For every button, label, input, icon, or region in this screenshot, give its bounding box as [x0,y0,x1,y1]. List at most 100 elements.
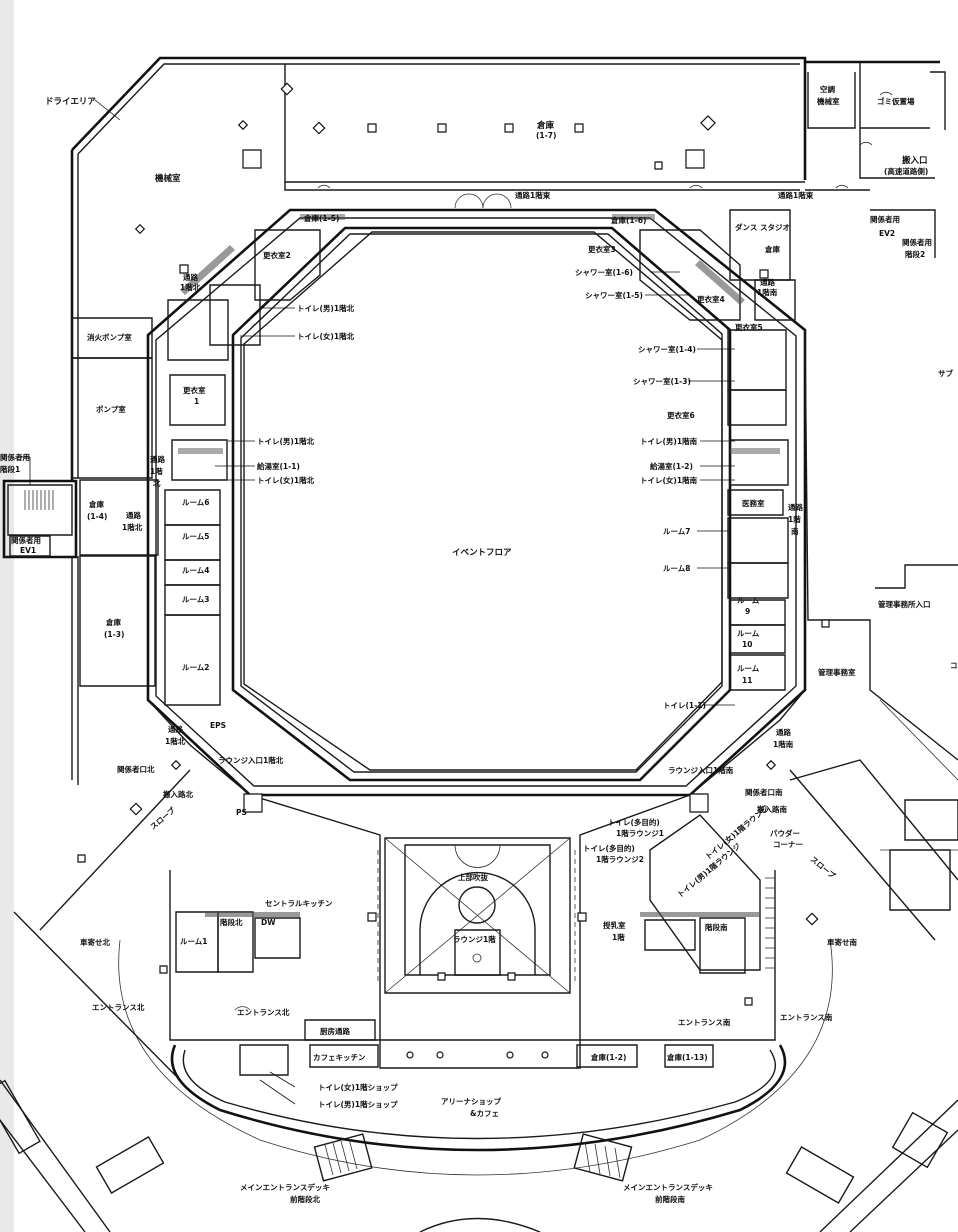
label-corridor-n2-a: 通路 [150,454,165,464]
label-locker3: 更衣室3 [588,244,616,254]
label-storage-1-4-b: (1-4) [87,512,107,521]
label-deck-n-a: メインエントランスデッキ [240,1182,330,1192]
event-floor[interactable] [244,232,722,770]
label-locker6: 更衣室6 [667,410,695,420]
label-lounge-s: ラウンジ入口1階南 [668,765,734,775]
label-cafe-kitchen: カフェキッチン [313,1053,366,1062]
label-storage-1-2: 倉庫(1-2) [590,1052,626,1062]
label-aircon-a: 空調 [820,84,835,94]
label-wc-m-n: トイレ(男)1階北 [297,303,355,313]
label-corridor-n2-c: 北 [153,478,161,488]
east-exterior [790,330,958,910]
label-room7: ルーム7 [663,527,691,536]
label-central-kitchen: セントラルキッチン [265,899,333,908]
label-deck-s-a: メインエントランスデッキ [623,1182,713,1192]
label-wc-m-shop: トイレ(男)1階ショップ [318,1099,398,1109]
label-corridor-s-top-b: 1階南 [757,287,778,297]
label-storage-1-7-a: 倉庫 [536,120,555,131]
label-storage-small: 倉庫 [764,244,780,254]
label-wc-f-shop: トイレ(女)1階ショップ [318,1082,398,1092]
label-nursing-b: 1階 [612,932,625,942]
label-entrance-s: エントランス南 [678,1017,731,1027]
label-dance-studio: ダンス スタジオ [735,222,790,232]
label-first-aid: 医務室 [742,498,765,508]
label-storage-1-6: 倉庫(1-6) [610,215,646,225]
label-stairs-s: 階段南 [705,922,728,932]
label-wc-multi1-a: トイレ(多目的) [608,817,660,827]
label-corridor-n3-b: 1階北 [165,736,186,746]
label-corridor-s-top-a: 通路 [760,277,775,287]
label-powder-b: コーナー [773,840,803,849]
label-storage-1-4-a: 倉庫 [88,499,104,509]
label-shower-1-5: シャワー室(1-5) [585,290,643,300]
label-eps: EPS [210,721,226,730]
north-wing [72,230,320,705]
label-wc-multi2-a: トイレ(多目的) [583,843,635,853]
label-storage-1-3-b: (1-3) [104,630,124,639]
label-upper-void: 上部吹抜 [458,872,488,882]
label-kyutou-1-2: 給湯室(1-2) [650,461,693,471]
label-lounge-n: ラウンジ入口1階北 [218,755,284,765]
room-labels: ドライエリア 機械室 倉庫 (1-7) 空調 機械室 ゴミ仮置場 搬入口 (高速… [0,84,958,1204]
label-ev1-a: 関係者用 [11,535,41,545]
label-wc-multi2-b: 1階ラウンジ2 [596,854,644,864]
label-wc-f-n2: トイレ(女)1階北 [257,475,315,485]
label-stairs-n: 階段北 [220,917,243,927]
label-corridor-n-top-a: 通路 [183,272,198,282]
label-service-corridor: 厨房通路 [320,1026,350,1036]
approach-roads [0,770,958,1232]
label-nursing-a: 授乳室 [603,920,626,930]
label-storage-1-13: 倉庫(1-13) [666,1052,708,1062]
label-co-edge: コ [950,661,958,670]
label-shower-1-3: シャワー室(1-3) [633,376,691,386]
label-aircon-b: 機械室 [817,96,840,106]
label-dw: DW [261,918,276,927]
label-carry-s: 搬入路南 [757,804,787,814]
page-margin [0,0,14,1232]
label-corridor-s2-a: 通路 [788,502,803,512]
label-sub-edge: サブ [938,368,953,378]
label-wc-multi1-b: 1階ラウンジ1 [616,828,664,838]
label-stairs1-b: 階段1 [0,464,20,474]
label-room9-a: ルーム [737,596,760,605]
label-room9-b: 9 [745,607,750,616]
label-arena-shop-a: アリーナショップ [441,1096,501,1106]
label-slope-n: スロープ [148,805,177,832]
label-storage-1-3-a: 倉庫 [105,617,121,627]
label-room5: ルーム5 [182,532,210,541]
label-entrance-s2: エントランス南 [780,1012,833,1022]
columns [78,83,829,1058]
court [378,838,575,993]
label-entrance-n2: エントランス北 [237,1007,290,1017]
label-wc-1-1: トイレ(1-1) [663,701,706,710]
label-mgmt-office: 管理事務室 [818,667,856,677]
label-room11-a: ルーム [737,664,760,673]
lower-section [148,690,805,1075]
label-room2: ルーム2 [182,663,210,672]
label-storage-1-7-b: (1-7) [536,131,556,140]
label-powder-a: パウダー [770,828,800,838]
label-storage-1-5: 倉庫(1-5) [303,213,339,223]
label-car-s: 車寄せ南 [827,937,857,947]
label-loading-b: (高速道路側) [884,166,928,176]
label-corridor-n2-b: 1階 [150,466,163,476]
label-wc-f-n: トイレ(女)1階北 [297,331,355,341]
label-room10-b: 10 [742,640,752,649]
label-locker2: 更衣室2 [263,250,291,260]
label-car-n: 車寄せ北 [80,937,110,947]
label-pump-room: ポンプ室 [96,404,126,414]
label-locker5: 更衣室5 [735,322,763,332]
label-staff-n: 関係者口北 [117,764,155,774]
label-corridor-s2-c: 南 [791,526,799,536]
label-corridor-east: 通路1階東 [515,190,551,200]
label-staff-s: 関係者口南 [745,787,783,797]
label-machine-room: 機械室 [155,173,181,184]
label-ps: PS [236,808,247,817]
label-corridor-east2: 通路1階東 [778,190,814,200]
label-lounge1: ラウンジ1階 [453,934,496,944]
label-kyutou-1-1: 給湯室(1-1) [257,461,300,471]
label-fire-pump: 消火ポンプ室 [87,332,132,342]
label-stairs1-a: 関係者用 [0,452,30,462]
label-corridor-n3-a: 通路 [168,724,183,734]
